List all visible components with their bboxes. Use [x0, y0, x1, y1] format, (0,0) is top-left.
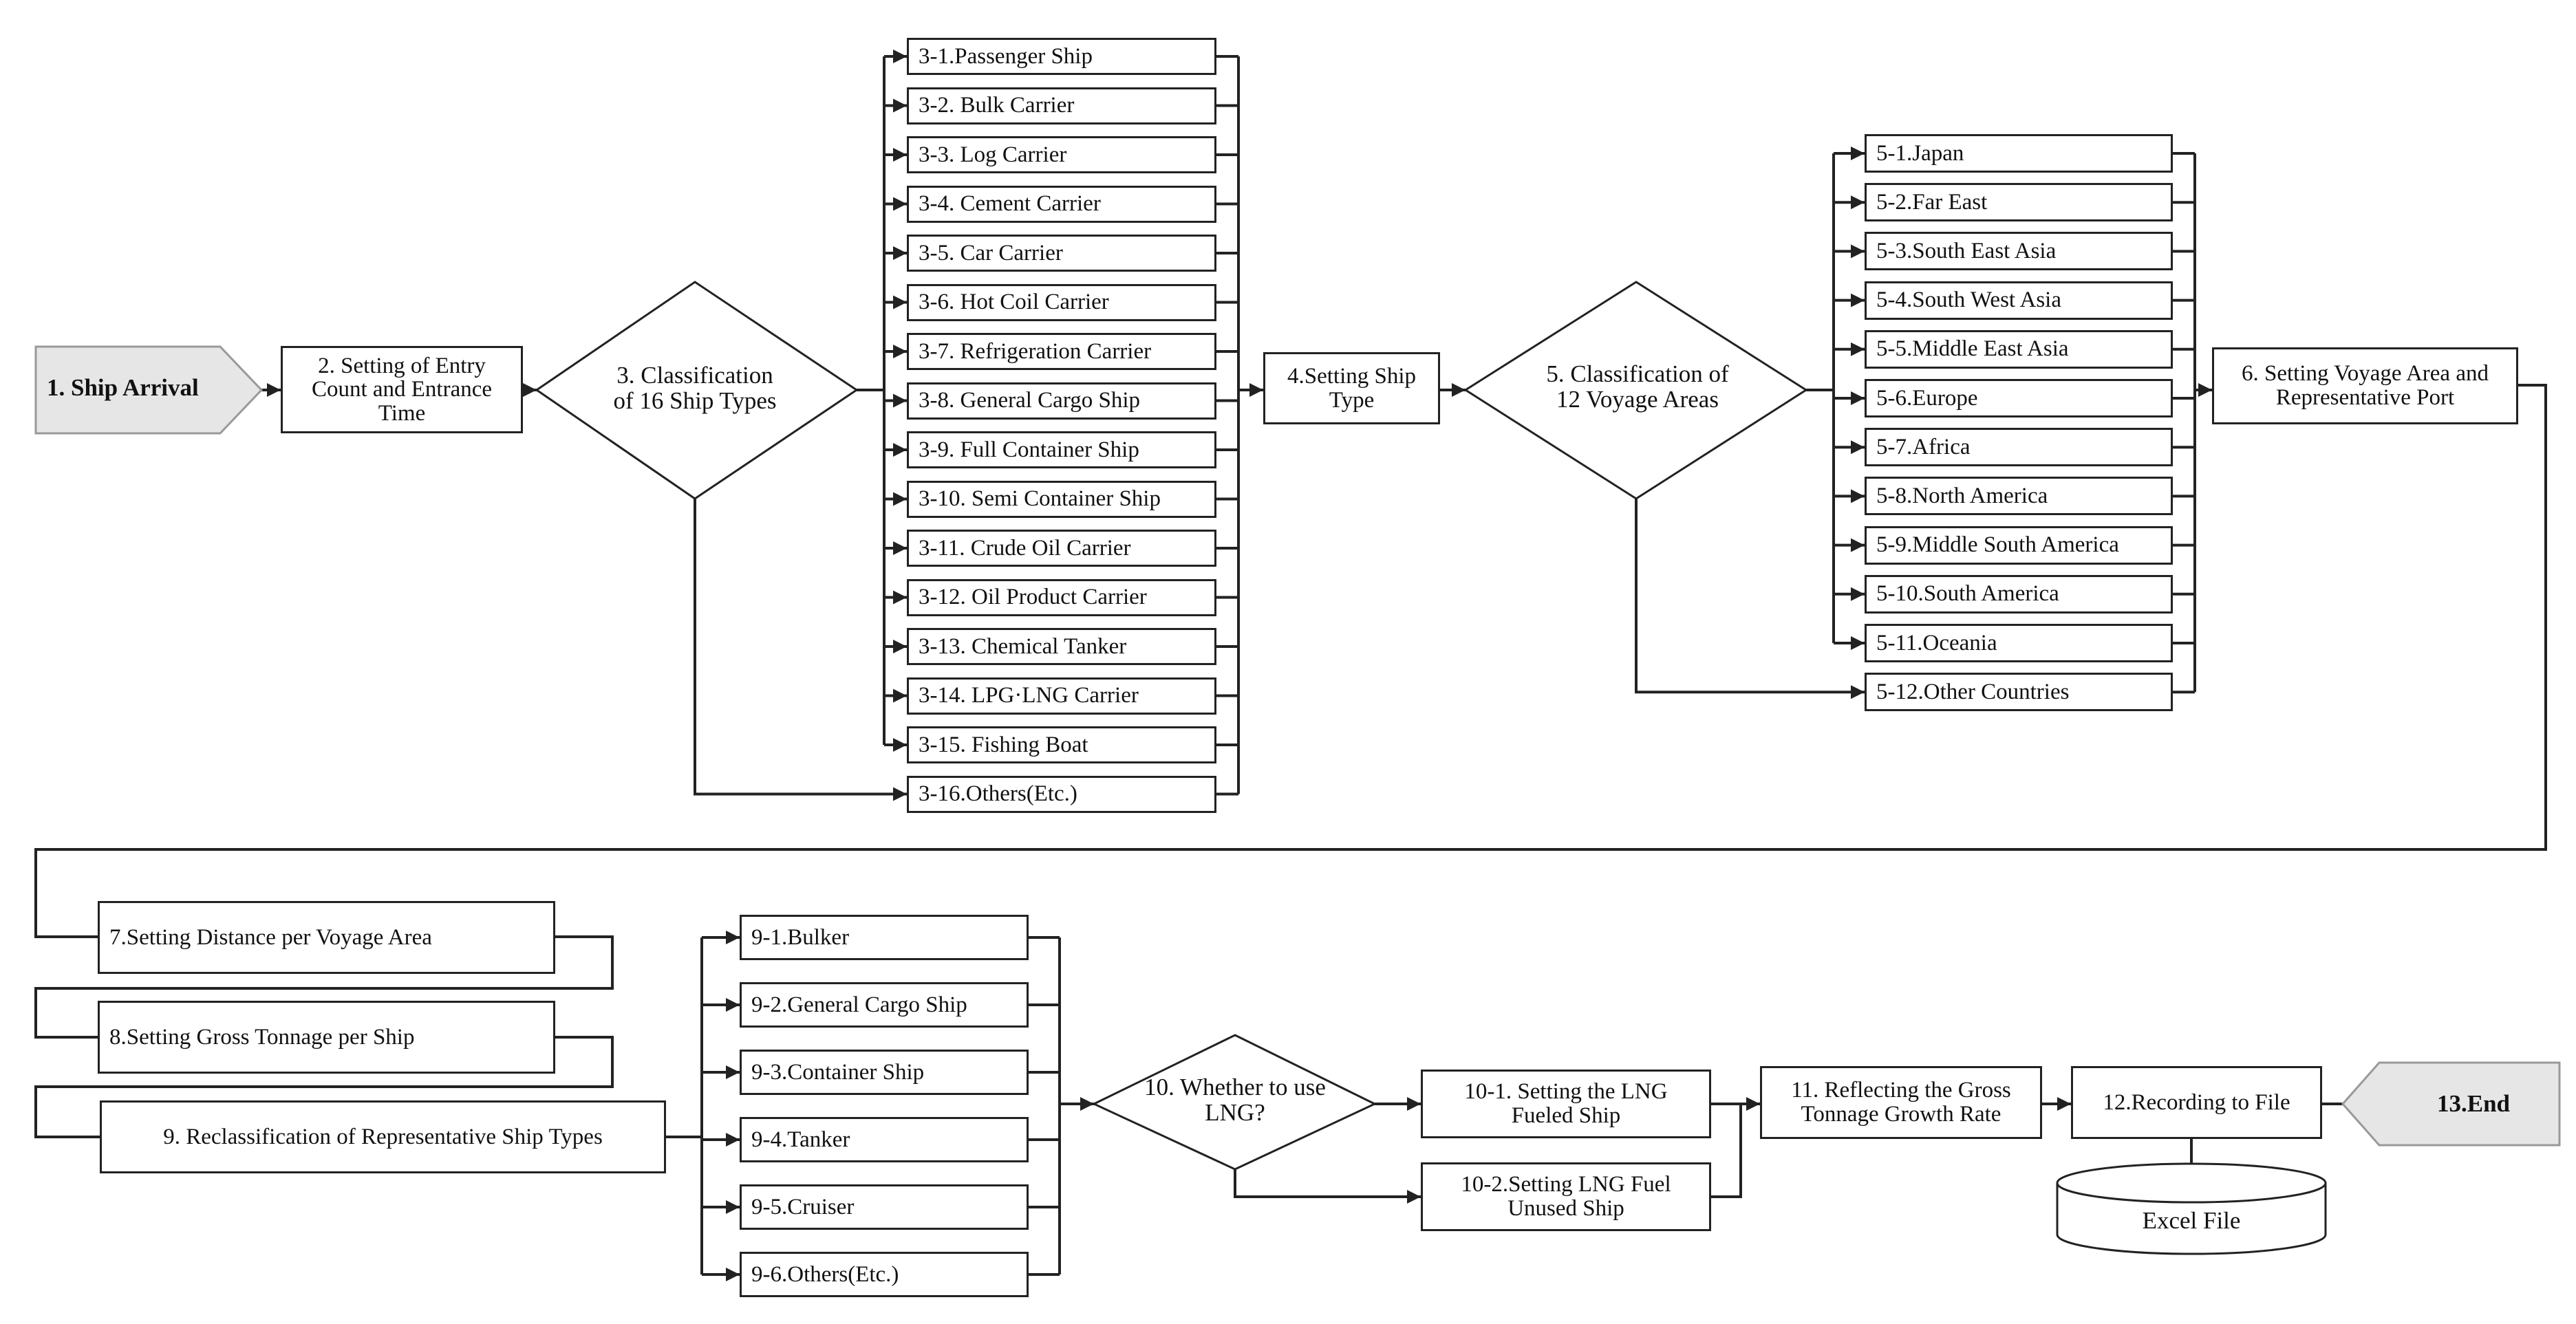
classify-ship-types-label: 3. Classification of 16 Ship Types	[613, 362, 777, 414]
distance-box: 7.Setting Distance per Voyage Area	[98, 901, 555, 974]
end-shape	[2341, 1061, 2561, 1147]
lng-decision-label: 10. Whether to use LNG?	[1144, 1074, 1326, 1126]
voyage-area-box: 5-6.Europe	[1865, 379, 2173, 417]
ship-type-box: 3-4. Cement Carrier	[907, 185, 1216, 223]
ship-type-box: 3-14. LPG·LNG Carrier	[907, 677, 1216, 715]
voyage-port-box: 6. Setting Voyage Area and Representativ…	[2212, 347, 2518, 424]
voyage-area-box: 5-4.South West Asia	[1865, 281, 2173, 320]
ship-type-box: 3-5. Car Carrier	[907, 235, 1216, 272]
ship-type-box: 3-10. Semi Container Ship	[907, 480, 1216, 518]
growth-rate-box: 11. Reflecting the Gross Tonnage Growth …	[1760, 1066, 2042, 1139]
voyage-area-box: 5-3.South East Asia	[1865, 232, 2173, 271]
ship-types-decision-diamond	[535, 281, 859, 500]
excel-file-label: Excel File	[2142, 1206, 2241, 1234]
rep-type-box: 9-2.General Cargo Ship	[740, 982, 1029, 1028]
return-line	[34, 384, 2547, 938]
ship-type-box: 3-12. Oil Product Carrier	[907, 578, 1216, 616]
ship-type-box: 3-16.Others(Etc.)	[907, 775, 1216, 813]
ship-type-box: 3-2. Bulk Carrier	[907, 87, 1216, 124]
voyage-area-box: 5-7.Africa	[1865, 428, 2173, 467]
record-file-box: 12.Recording to File	[2071, 1066, 2322, 1139]
voyage-area-box: 5-9.Middle South America	[1865, 525, 2173, 565]
entry-setting-box: 2. Setting of Entry Count and Entrance T…	[281, 346, 523, 433]
reclassification-box: 9. Reclassification of Representative Sh…	[100, 1100, 666, 1173]
ship-type-box: 3-11. Crude Oil Carrier	[907, 530, 1216, 567]
lng-decision-diamond	[1091, 1034, 1377, 1171]
lng-no	[1234, 1169, 1421, 1204]
to-growth	[1711, 1097, 1760, 1198]
rep-type-box: 9-5.Cruiser	[740, 1184, 1029, 1230]
distance-to-tonnage	[34, 935, 614, 1039]
voyage-area-box: 5-8.North America	[1865, 477, 2173, 516]
voyage-area-box: 5-1.Japan	[1865, 134, 2173, 173]
ship-arrival-shape	[34, 345, 264, 435]
ship-type-box: 3-15. Fishing Boat	[907, 726, 1216, 763]
diamond-to-other-countries	[1635, 499, 1865, 699]
ship-type-box: 3-13. Chemical Tanker	[907, 628, 1216, 665]
voyage-area-box: 5-5.Middle East Asia	[1865, 329, 2173, 369]
set-ship-type-box: 4.Setting Ship Type	[1263, 352, 1440, 424]
ship-type-box: 3-7. Refrigeration Carrier	[907, 333, 1216, 370]
rep-type-box: 9-6.Others(Etc.)	[740, 1252, 1029, 1297]
ship-type-box: 3-1.Passenger Ship	[907, 38, 1216, 75]
classify-voyage-areas-label: 5. Classification of 12 Voyage Areas	[1546, 360, 1729, 413]
voyage-area-box: 5-12.Other Countries	[1865, 673, 2173, 712]
lng-unused-box: 10-2.Setting LNG Fuel Unused Ship	[1421, 1162, 1711, 1231]
diamond-to-others	[694, 499, 907, 801]
excel-cylinder-top	[2056, 1162, 2327, 1204]
tonnage-to-reclass	[34, 1036, 614, 1138]
voyage-areas-decision-diamond	[1463, 281, 1808, 500]
voyage-area-box: 5-11.Oceania	[1865, 624, 2173, 662]
end-label: 13.End	[2436, 1090, 2511, 1117]
tonnage-box: 8.Setting Gross Tonnage per Ship	[98, 1001, 555, 1074]
ship-type-box: 3-8. General Cargo Ship	[907, 382, 1216, 420]
ship-type-box: 3-3. Log Carrier	[907, 136, 1216, 173]
rep-type-box: 9-3.Container Ship	[740, 1050, 1029, 1095]
lng-fueled-box: 10-1. Setting the LNG Fueled Ship	[1421, 1070, 1711, 1138]
ship-type-box: 3-6. Hot Coil Carrier	[907, 283, 1216, 321]
ship-arrival-label: 1. Ship Arrival	[47, 374, 199, 401]
voyage-area-box: 5-2.Far East	[1865, 183, 2173, 222]
rep-type-box: 9-1.Bulker	[740, 915, 1029, 960]
rep-type-box: 9-4.Tanker	[740, 1117, 1029, 1162]
ship-type-box: 3-9. Full Container Ship	[907, 431, 1216, 468]
voyage-area-box: 5-10.South America	[1865, 574, 2173, 614]
